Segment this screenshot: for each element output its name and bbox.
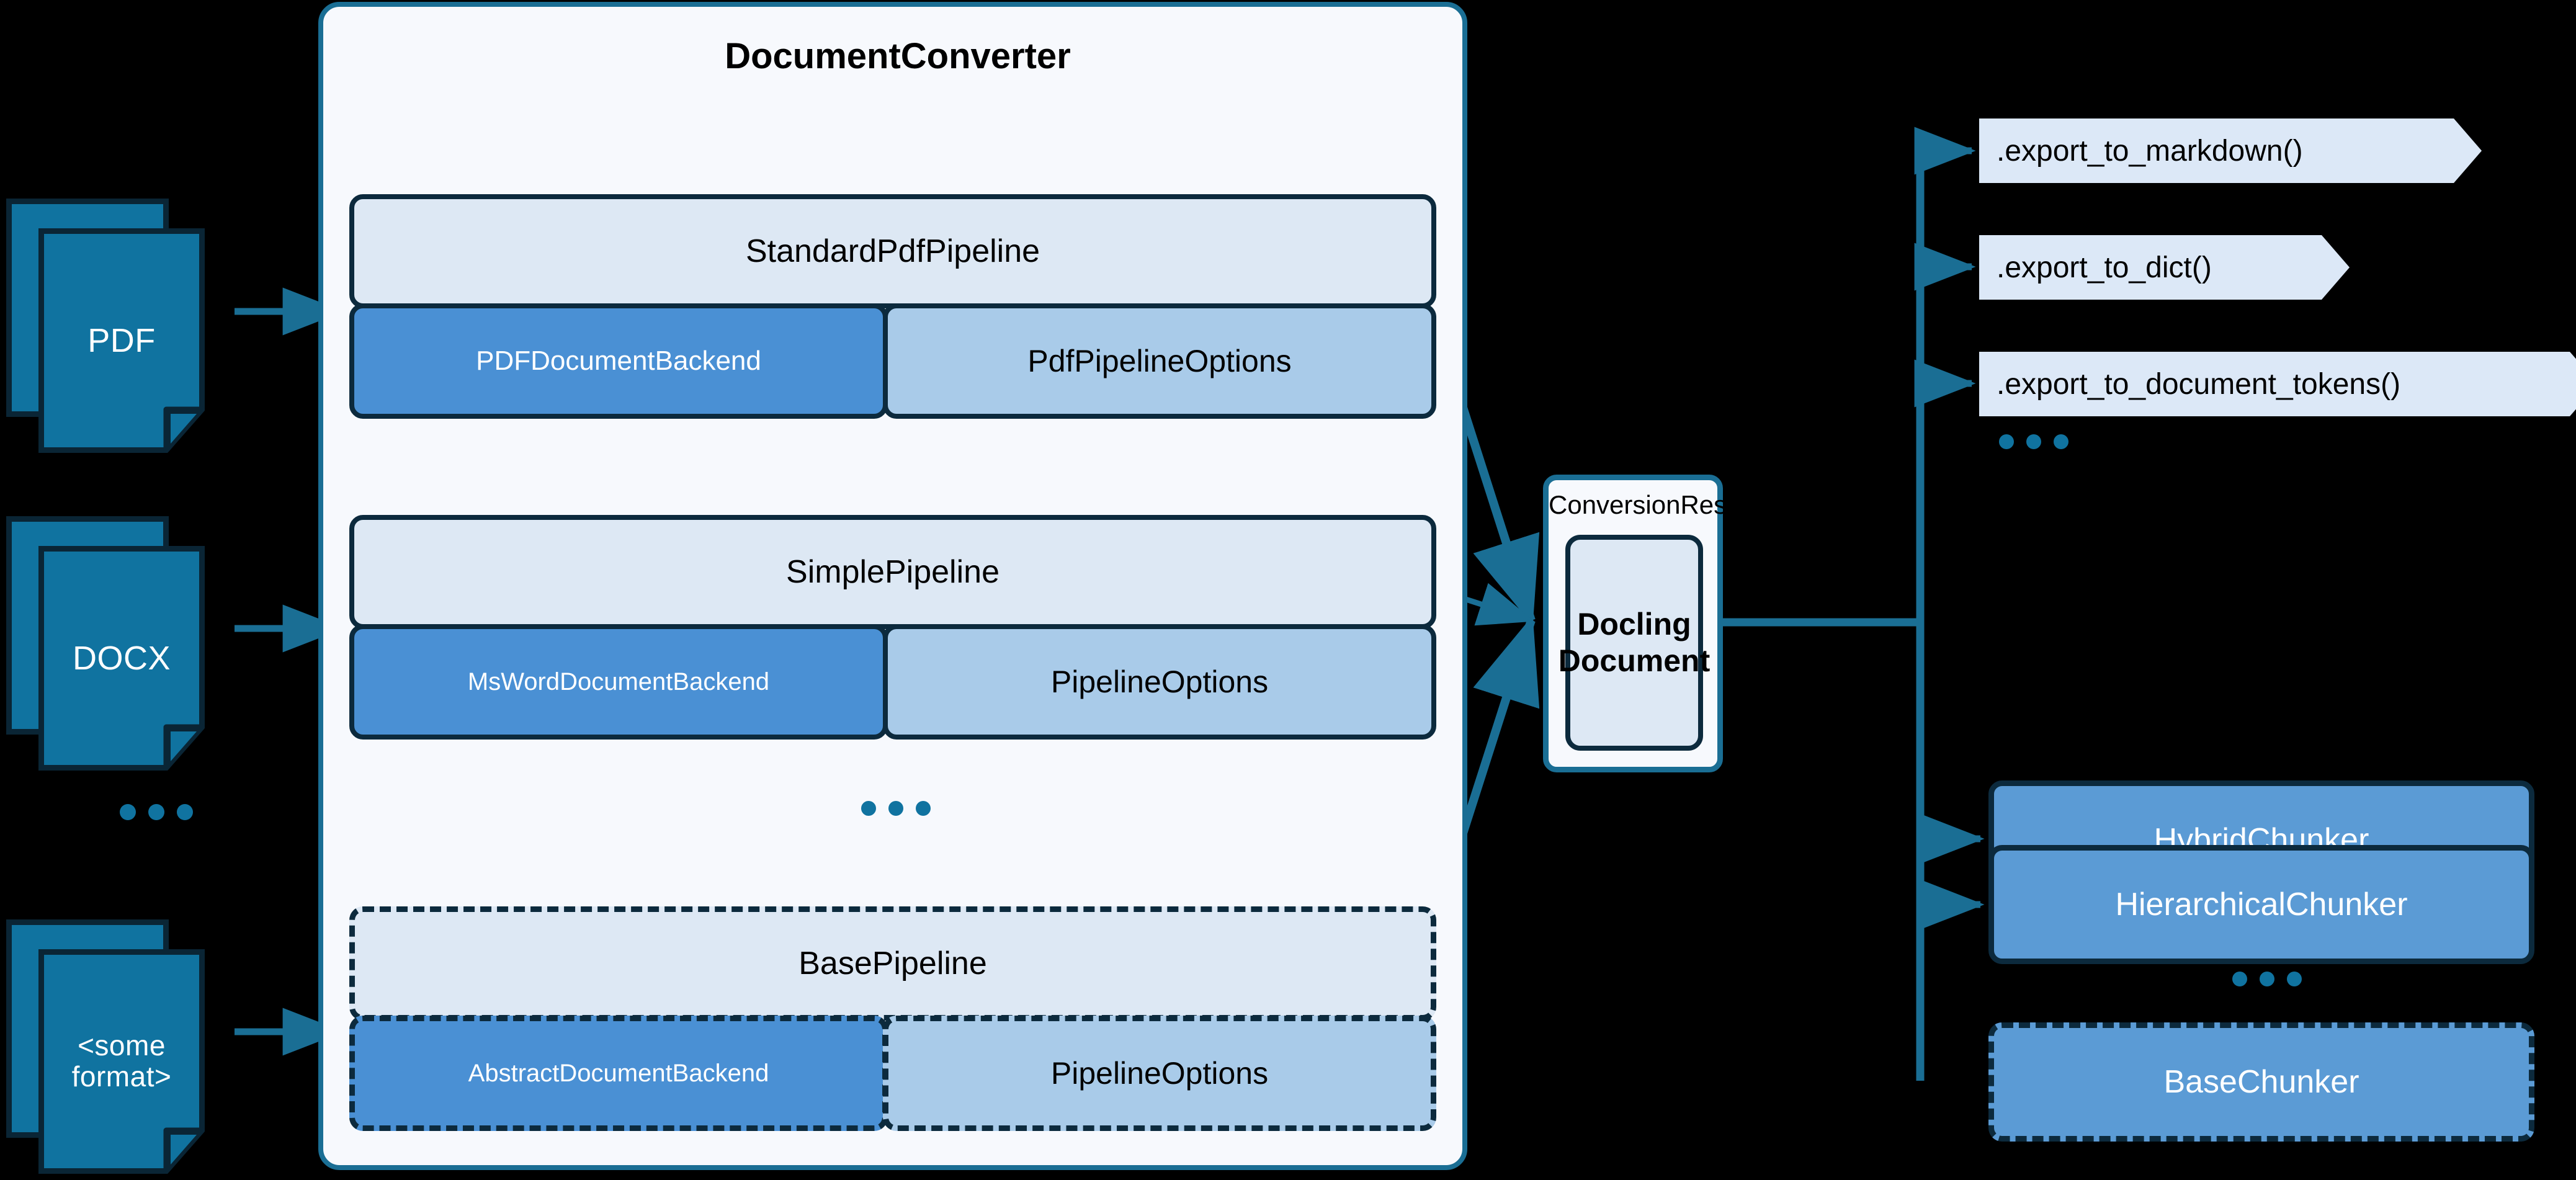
backend-msword-document[interactable]: MsWordDocumentBackend	[349, 624, 888, 740]
conversion-result-label: ConversionResult	[1549, 490, 1755, 519]
pdf-icon-front-sheet	[38, 228, 205, 453]
options-pipeline-base[interactable]: PipelineOptions	[883, 1016, 1436, 1131]
pipeline-group-simple: SimplePipeline MsWordDocumentBackend Pip…	[349, 515, 1436, 740]
some-format-icon-front-sheet	[38, 949, 205, 1174]
backend-abstract-document[interactable]: AbstractDocumentBackend	[349, 1016, 888, 1131]
docling-document-box[interactable]: Docling Document	[1559, 535, 1710, 751]
docling-document-line2: Document	[1558, 643, 1711, 678]
pipeline-row-standard-pdf: PDFDocumentBackend PdfPipelineOptions	[349, 303, 1436, 419]
pipeline-group-base: BasePipeline AbstractDocumentBackend Pip…	[349, 906, 1436, 1131]
pipeline-head-standard-pdf[interactable]: StandardPdfPipeline	[349, 194, 1436, 308]
pipeline-head-base[interactable]: BasePipeline	[349, 906, 1436, 1021]
chunkers-ellipsis	[2232, 972, 2302, 986]
options-pipeline-simple[interactable]: PipelineOptions	[883, 624, 1436, 740]
export-to-document-tokens-chevron[interactable]: .export_to_document_tokens()	[1979, 352, 2576, 416]
backend-pdf-document[interactable]: PDFDocumentBackend	[349, 303, 888, 419]
docling-document-line1: Docling	[1577, 607, 1691, 641]
hierarchical-chunker-box[interactable]: HierarchicalChunker	[1988, 845, 2534, 964]
exports-ellipsis	[1999, 434, 2068, 449]
inputs-ellipsis	[120, 804, 193, 820]
pipeline-row-base: AbstractDocumentBackend PipelineOptions	[349, 1016, 1436, 1131]
export-to-markdown-chevron[interactable]: .export_to_markdown()	[1979, 118, 2482, 183]
pipeline-row-simple: MsWordDocumentBackend PipelineOptions	[349, 624, 1436, 740]
converter-middle-ellipsis	[861, 801, 931, 816]
export-to-dict-chevron[interactable]: .export_to_dict()	[1979, 235, 2350, 300]
base-chunker-box[interactable]: BaseChunker	[1988, 1022, 2534, 1142]
docx-icon-front-sheet	[38, 546, 205, 771]
conversion-result-card: ConversionResult Docling Document	[1543, 475, 1755, 772]
pipeline-group-standard-pdf: StandardPdfPipeline PDFDocumentBackend P…	[349, 194, 1436, 419]
options-pdf-pipeline[interactable]: PdfPipelineOptions	[883, 303, 1436, 419]
document-converter-title: DocumentConverter	[725, 36, 1071, 76]
pipeline-head-simple[interactable]: SimplePipeline	[349, 515, 1436, 629]
